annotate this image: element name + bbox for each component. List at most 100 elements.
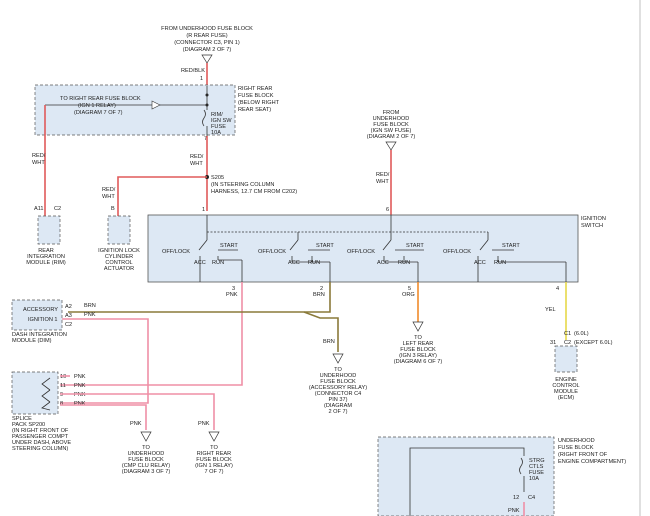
svg-text:(DIAGRAM 7 OF 7): (DIAGRAM 7 OF 7): [74, 110, 123, 116]
to-cmp-clu-label: TO UNDERHOOD FUSE BLOCK (CMP CLU RELAY) …: [122, 445, 171, 475]
svg-text:RIGHT REAR: RIGHT REAR: [197, 451, 231, 457]
ignition-switch-block: [147, 214, 579, 283]
svg-text:OFF/LOCK: OFF/LOCK: [162, 249, 190, 255]
wire-color-label: RED/BLK: [181, 68, 205, 74]
svg-text:RED/: RED/: [190, 154, 204, 160]
svg-text:LEFT REAR: LEFT REAR: [403, 341, 434, 347]
arrow-left-icon: [151, 100, 161, 110]
svg-text:OFF/LOCK: OFF/LOCK: [443, 249, 471, 255]
svg-text:(CONNECTOR C3, PIN 1): (CONNECTOR C3, PIN 1): [174, 40, 240, 46]
switch-internals: [198, 215, 567, 282]
svg-text:PASSENGER COMPT: PASSENGER COMPT: [12, 434, 69, 440]
svg-text:A11: A11: [34, 206, 44, 212]
svg-text:SWITCH: SWITCH: [581, 223, 603, 229]
svg-text:PNK: PNK: [130, 421, 142, 427]
svg-text:C4: C4: [528, 495, 535, 501]
right-rear-fuse-block: [34, 84, 236, 136]
svg-text:START: START: [406, 243, 424, 249]
to-acc-relay-label: TO UNDERHOOD FUSE BLOCK (ACCESSORY RELAY…: [309, 367, 367, 415]
fuse-icon: [202, 109, 206, 127]
svg-text:(ACCESSORY RELAY): (ACCESSORY RELAY): [309, 385, 367, 391]
svg-text:BRN: BRN: [84, 303, 96, 309]
svg-text:CYLINDER: CYLINDER: [105, 254, 133, 260]
lock-actuator-module: [107, 215, 131, 245]
svg-text:REAR: REAR: [38, 248, 54, 254]
svg-text:C2: C2: [564, 340, 571, 346]
arrow-down-icon: [140, 431, 152, 442]
arrow-down-icon: [385, 141, 397, 151]
wire-pnk-dim: [60, 318, 149, 404]
svg-text:10: 10: [60, 374, 66, 380]
svg-text:12: 12: [513, 495, 519, 501]
ecm-module: [554, 345, 578, 373]
svg-text:WHT: WHT: [102, 194, 115, 200]
wire-pnk-8: [60, 404, 147, 430]
svg-text:ACCESSORY: ACCESSORY: [23, 307, 58, 313]
svg-text:9: 9: [60, 392, 63, 398]
svg-text:WHT: WHT: [190, 161, 203, 167]
svg-text:ACC: ACC: [474, 260, 486, 266]
svg-text:FUSE BLOCK: FUSE BLOCK: [128, 457, 164, 463]
svg-text:FUSE BLOCK: FUSE BLOCK: [373, 122, 409, 128]
svg-text:A3: A3: [65, 313, 72, 319]
switch-position-labels: OFF/LOCK START ACC RUN OFF/LOCK START AC…: [162, 243, 520, 266]
pin-label: 1: [200, 76, 203, 82]
ign-sw-fuse-source-label: FROM UNDERHOOD FUSE BLOCK (IGN SW FUSE) …: [367, 110, 416, 140]
svg-text:31: 31: [550, 340, 556, 346]
svg-text:PNK: PNK: [198, 421, 210, 427]
svg-text:STEERING COLUMN): STEERING COLUMN): [12, 446, 68, 452]
svg-text:TO: TO: [414, 335, 422, 341]
sp200-pins: 10 11 9 8: [60, 374, 66, 407]
svg-text:FROM: FROM: [383, 110, 400, 116]
wire-brn-acc: [303, 311, 339, 352]
svg-text:RUN: RUN: [494, 260, 506, 266]
svg-text:YEL: YEL: [545, 307, 556, 313]
svg-text:WHT: WHT: [32, 160, 45, 166]
wire-pnk-9: [60, 393, 215, 430]
svg-text:RIGHT REAR: RIGHT REAR: [238, 86, 272, 92]
svg-text:BRN: BRN: [323, 339, 335, 345]
svg-text:IGNITION LOCK: IGNITION LOCK: [98, 248, 140, 254]
svg-text:ENGINE COMPARTMENT): ENGINE COMPARTMENT): [558, 459, 626, 465]
svg-text:(IGN 1 RELAY): (IGN 1 RELAY): [195, 463, 233, 469]
fuse-icon: [519, 457, 523, 475]
svg-text:UNDER DASH, ABOVE: UNDER DASH, ABOVE: [12, 440, 71, 446]
svg-text:WHT: WHT: [376, 179, 389, 185]
wire-brn-2: [68, 282, 331, 313]
svg-text:TO RIGHT REAR FUSE BLOCK: TO RIGHT REAR FUSE BLOCK: [60, 96, 141, 102]
svg-text:(BELOW RIGHT: (BELOW RIGHT: [238, 100, 280, 106]
svg-text:STRG: STRG: [529, 458, 545, 464]
svg-text:RED/: RED/: [102, 187, 116, 193]
svg-text:DASH INTEGRATION: DASH INTEGRATION: [12, 332, 67, 338]
svg-text:SPLICE: SPLICE: [12, 416, 32, 422]
svg-text:REAR SEAT): REAR SEAT): [238, 107, 271, 113]
svg-text:C1: C1: [564, 331, 571, 337]
svg-text:FUSE BLOCK: FUSE BLOCK: [238, 93, 274, 99]
svg-text:FROM UNDERHOOD FUSE BLOCK: FROM UNDERHOOD FUSE BLOCK: [161, 26, 253, 32]
svg-text:FUSE: FUSE: [211, 124, 226, 130]
rear-fuse-target-label: TO RIGHT REAR FUSE BLOCK (IGN 1 RELAY) (…: [60, 96, 141, 116]
svg-text:RED/: RED/: [376, 172, 390, 178]
strg-ctls-fuse-label: STRG CTLS FUSE 10A: [529, 458, 545, 482]
svg-text:UNDERHOOD: UNDERHOOD: [373, 116, 410, 122]
rear-fuse-block-label: RIGHT REAR FUSE BLOCK (BELOW RIGHT REAR …: [238, 86, 280, 113]
svg-text:(6.0L): (6.0L): [574, 331, 589, 337]
svg-text:MODULE (RIM): MODULE (RIM): [26, 260, 66, 266]
switch-output-pins: 3 2 5 4: [232, 286, 559, 292]
svg-text:UNDERHOOD: UNDERHOOD: [320, 373, 357, 379]
svg-text:TO: TO: [210, 445, 218, 451]
svg-text:OFF/LOCK: OFF/LOCK: [347, 249, 375, 255]
svg-text:FUSE: FUSE: [529, 470, 544, 476]
svg-text:(IGN 3 RELAY): (IGN 3 RELAY): [399, 353, 437, 359]
svg-text:(EXCEPT 6.0L): (EXCEPT 6.0L): [574, 340, 613, 346]
svg-text:TO: TO: [334, 367, 342, 373]
svg-text:(DIAGRAM 6 OF 7): (DIAGRAM 6 OF 7): [394, 359, 443, 365]
svg-text:START: START: [502, 243, 520, 249]
svg-text:CONTROL: CONTROL: [552, 383, 579, 389]
svg-text:UNDERHOOD: UNDERHOOD: [128, 451, 165, 457]
svg-text:(IN STEERING COLUMN: (IN STEERING COLUMN: [211, 182, 274, 188]
arrow-down-icon: [208, 431, 220, 442]
arrow-down-icon: [332, 353, 344, 364]
